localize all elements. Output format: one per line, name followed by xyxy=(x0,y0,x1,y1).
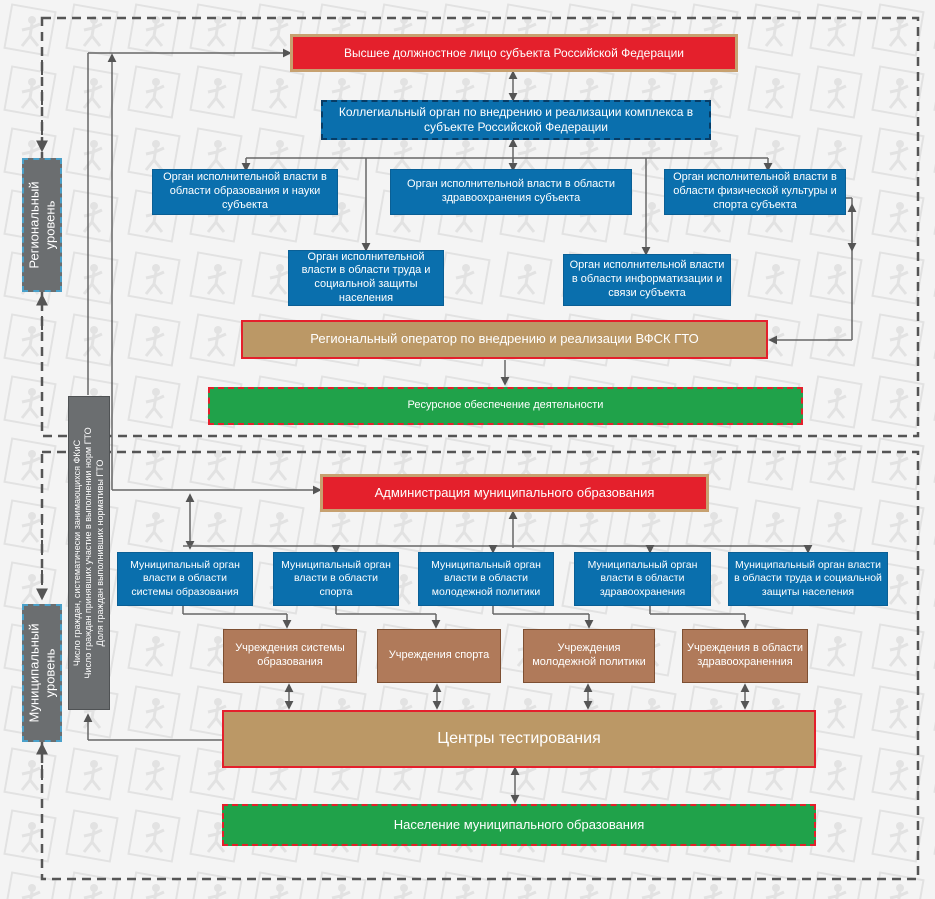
municipal-youth-body-box: Муниципальный орган власти в области мол… xyxy=(418,552,554,606)
informatization-authority-box: Орган исполнительной власти в области ин… xyxy=(563,254,731,306)
top-official-box: Высшее должностное лицо субъекта Российс… xyxy=(290,34,738,72)
gto-metrics-text: Число граждан, систематически занимающих… xyxy=(72,427,106,678)
sport-institutions-box: Учреждения спорта xyxy=(377,629,501,683)
municipal-sport-body-box: Муниципальный орган власти в области спо… xyxy=(273,552,399,606)
municipal-health-body-box: Муниципальный орган власти в области здр… xyxy=(574,552,711,606)
regional-operator-box: Региональный оператор по внедрению и реа… xyxy=(241,320,768,359)
sport-authority-box: Орган исполнительной власти в области фи… xyxy=(664,169,846,215)
testing-centers-box: Центры тестирования xyxy=(222,710,816,768)
education-institutions-box: Учреждения системы образования xyxy=(223,629,357,683)
metric-line: Доля граждан выполнивших нормативы ГТО xyxy=(94,459,105,647)
resource-support-box: Ресурсное обеспечение деятельности xyxy=(208,387,803,425)
metric-line: Число граждан, систематически занимающих… xyxy=(72,439,83,667)
youth-institutions-box: Учреждения молодежной политики xyxy=(523,629,655,683)
health-authority-box: Орган исполнительной власти в области зд… xyxy=(390,169,632,215)
collegial-body-box: Коллегиальный орган по внедрению и реали… xyxy=(321,100,711,140)
gto-metrics-panel: Число граждан, систематически занимающих… xyxy=(68,396,110,710)
regional-level-label: Региональный уровень xyxy=(22,158,62,292)
municipal-level-label: Муниципальный уровень xyxy=(22,604,62,742)
labor-authority-box: Орган исполнительной власти в области тр… xyxy=(288,250,444,306)
metric-line: Число граждан принявших участие в выполн… xyxy=(83,427,94,679)
municipal-administration-box: Администрация муниципального образования xyxy=(320,474,709,512)
municipal-labor-body-box: Муниципальный орган власти в области тру… xyxy=(728,552,888,606)
municipal-level-text: Муниципальный уровень xyxy=(26,623,57,723)
population-box: Население муниципального образования xyxy=(222,804,816,846)
health-institutions-box: Учреждения в области здравоохраненния xyxy=(682,629,808,683)
regional-level-text: Региональный уровень xyxy=(26,181,57,269)
municipal-education-body-box: Муниципальный орган власти в области сис… xyxy=(117,552,253,606)
education-authority-box: Орган исполнительной власти в области об… xyxy=(152,169,338,215)
